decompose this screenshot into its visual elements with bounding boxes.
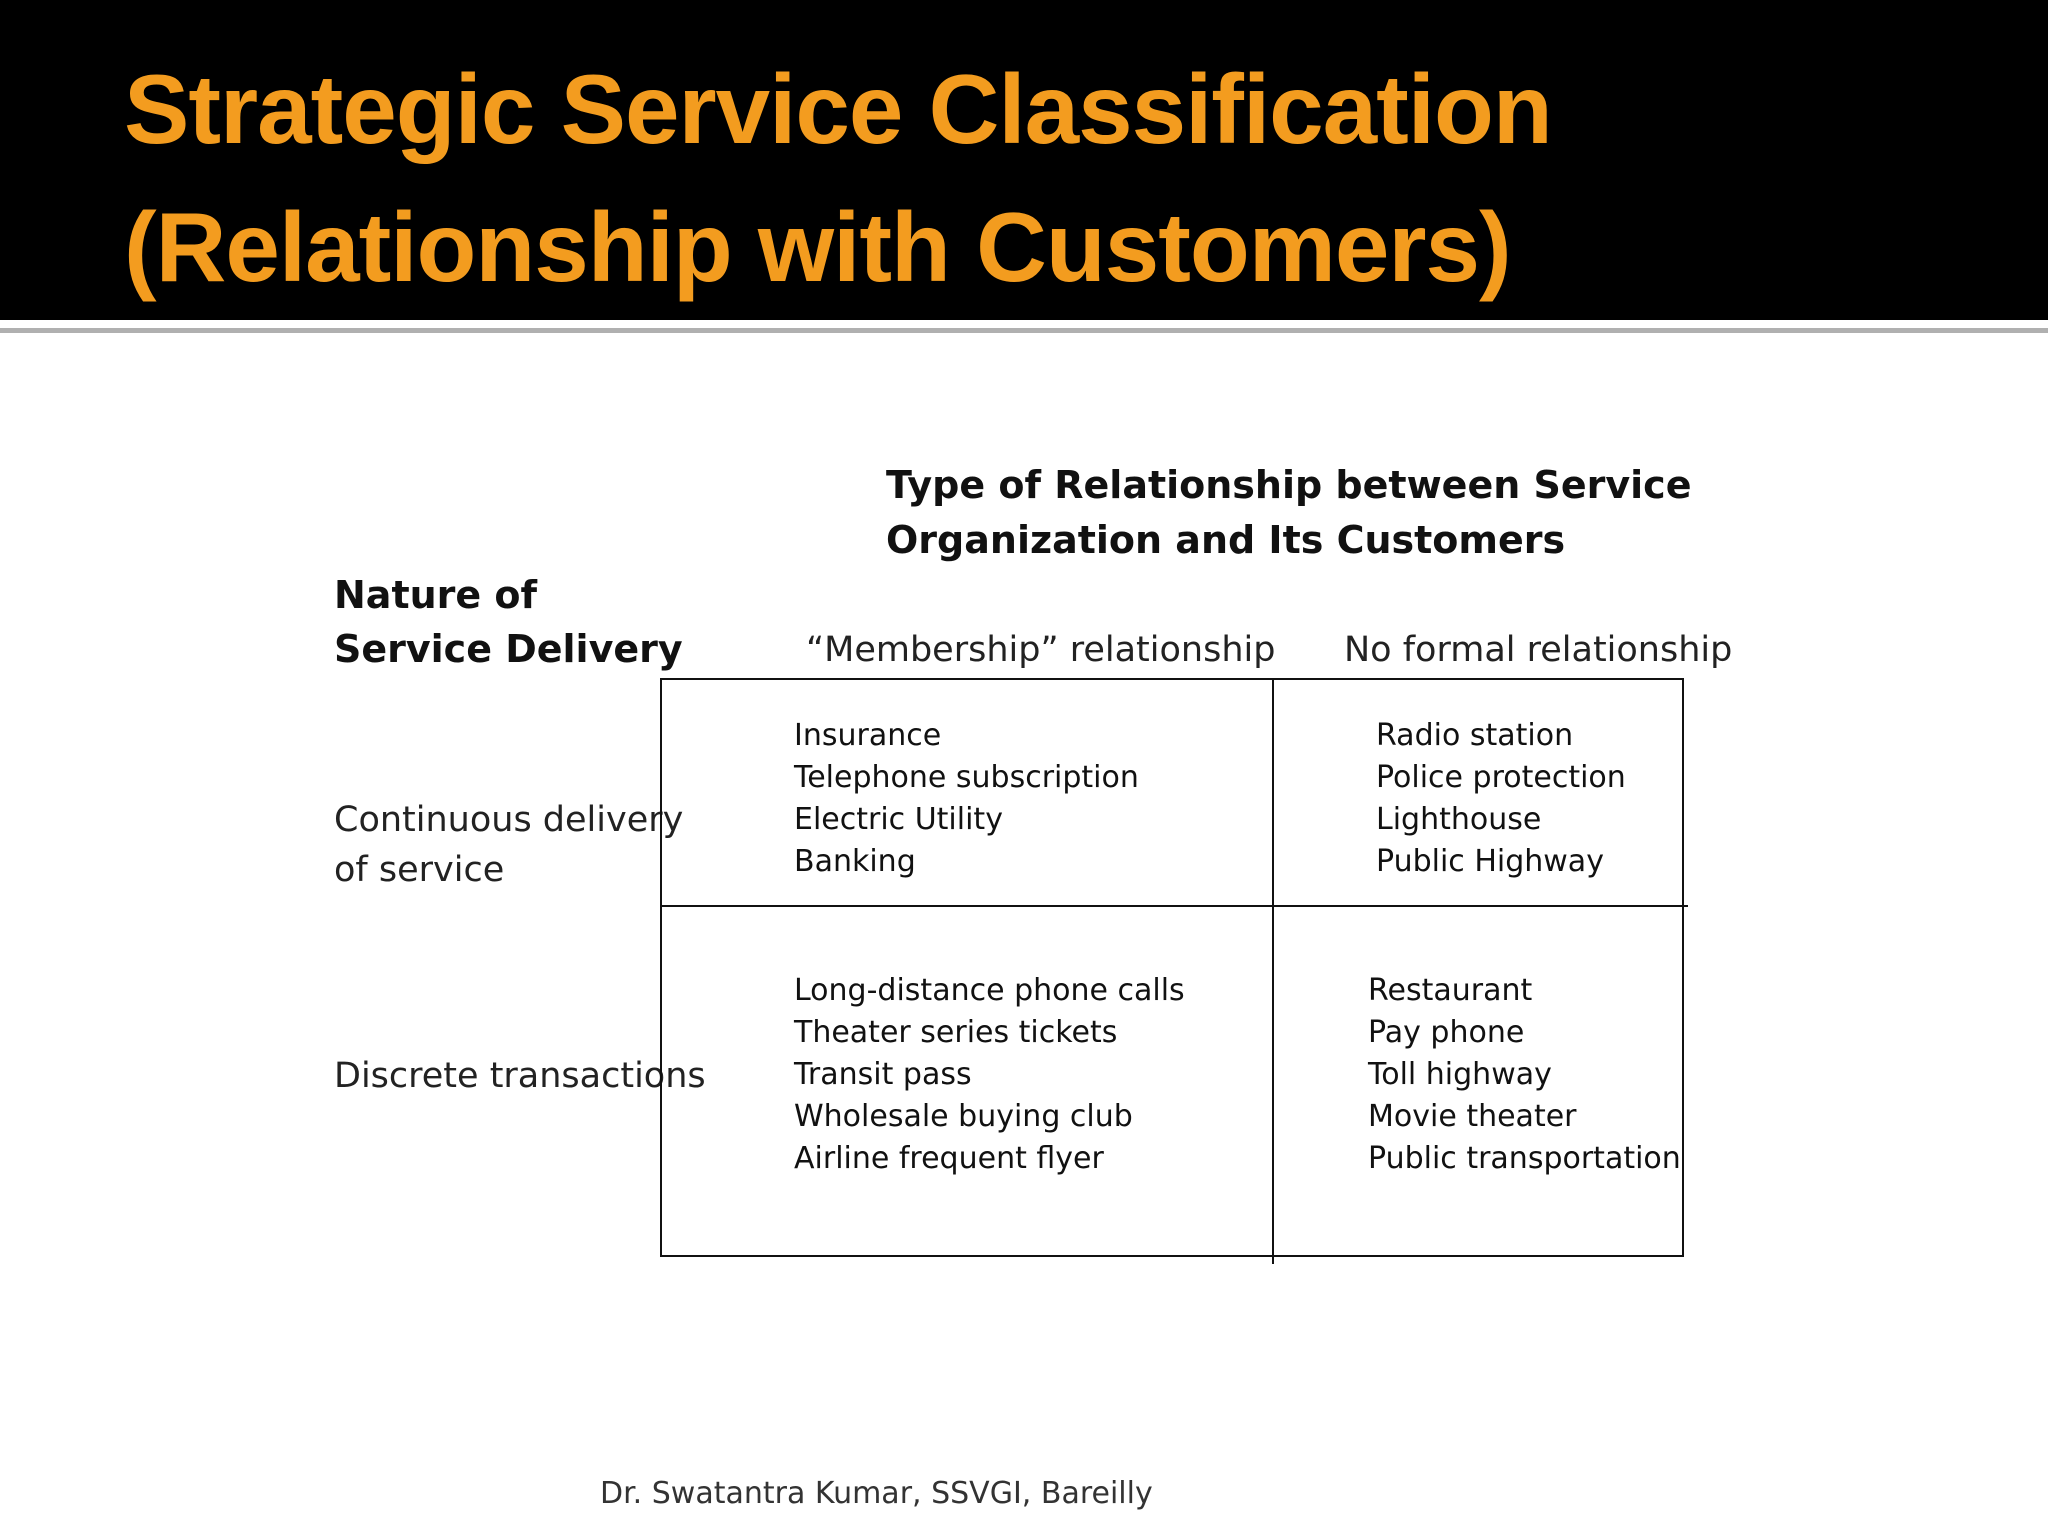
list-item: Transit pass — [794, 1057, 972, 1092]
cell-continuous-membership: Insurance Telephone subscription Electri… — [794, 715, 1139, 883]
list-item: Police protection — [1376, 760, 1626, 795]
delivery-heading-line-2: Service Delivery — [334, 627, 683, 671]
list-item: Pay phone — [1368, 1015, 1525, 1050]
list-item: Electric Utility — [794, 802, 1003, 837]
row-header-continuous-line-1: Continuous delivery — [334, 800, 684, 840]
list-item: Telephone subscription — [794, 760, 1139, 795]
list-item: Movie theater — [1368, 1099, 1577, 1134]
cell-continuous-no-formal: Radio station Police protection Lighthou… — [1376, 715, 1626, 883]
list-item: Airline frequent flyer — [794, 1141, 1104, 1176]
list-item: Public Highway — [1376, 844, 1604, 879]
list-item: Theater series tickets — [794, 1015, 1118, 1050]
list-item: Insurance — [794, 718, 942, 753]
row-header-discrete: Discrete transactions — [334, 1056, 706, 1096]
grid-horizontal-divider — [660, 905, 1688, 907]
list-item: Public transportation — [1368, 1141, 1681, 1176]
grid-vertical-divider — [1272, 678, 1274, 1264]
cell-discrete-membership: Long-distance phone calls Theater series… — [794, 970, 1185, 1180]
relationship-heading-line-1: Type of Relationship between Service — [886, 463, 1692, 507]
footer-credit: Dr. Swatantra Kumar, SSVGI, Bareilly — [600, 1476, 1153, 1511]
delivery-heading-line-1: Nature of — [334, 573, 538, 617]
cell-discrete-no-formal: Restaurant Pay phone Toll highway Movie … — [1368, 970, 1681, 1180]
list-item: Restaurant — [1368, 973, 1533, 1008]
list-item: Radio station — [1376, 718, 1574, 753]
title-bar: Strategic Service Classification (Relati… — [0, 0, 2048, 320]
column-header-membership: “Membership” relationship — [806, 630, 1276, 670]
list-item: Lighthouse — [1376, 802, 1542, 837]
column-header-no-formal: No formal relationship — [1344, 630, 1733, 670]
relationship-heading-line-2: Organization and Its Customers — [886, 518, 1566, 562]
list-item: Banking — [794, 844, 916, 879]
slide-title-line-2: (Relationship with Customers) — [124, 192, 1512, 302]
list-item: Toll highway — [1368, 1057, 1552, 1092]
classification-grid — [660, 678, 1684, 1257]
title-divider — [0, 328, 2048, 333]
list-item: Wholesale buying club — [794, 1099, 1133, 1134]
slide-title-line-1: Strategic Service Classification — [124, 54, 1553, 164]
list-item: Long-distance phone calls — [794, 973, 1185, 1008]
row-header-continuous-line-2: of service — [334, 850, 505, 890]
